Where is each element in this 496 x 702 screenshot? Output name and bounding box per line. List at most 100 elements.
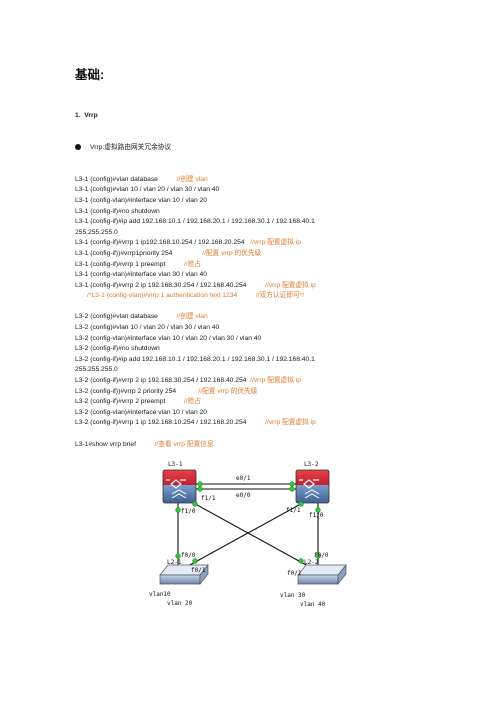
command-line: L3-2 (config)#vlan database //创建 vlan	[75, 312, 475, 323]
label-l2-1-f00: f0/0	[181, 552, 196, 559]
document-body: 1. Vrrp Vrrp:虚拟路由网关冗余协议 L3-1 (config)#vl…	[75, 90, 475, 461]
label-l3-2-f11: f1/1	[286, 507, 301, 514]
command-line: L3-2 (config)#vlan 10 / vlan 20 / vlan 3…	[75, 323, 475, 334]
intro-bullet: Vrrp:虚拟路由网关冗余协议	[75, 143, 475, 154]
command-line: L3-2 (config-if)#vrrp 2 preempt //抢占	[75, 397, 475, 408]
label-l3-1-f11: f1/1	[201, 495, 216, 502]
label-e01: e0/1	[236, 475, 251, 482]
command-line: L3-2 (config-if))#vrrp 2 priority 254 //…	[75, 387, 475, 398]
command-text: L3-2 (config)#vlan database	[75, 313, 158, 321]
command-text: L3-2 (config-vlan)#interface vlan 10 / v…	[75, 334, 262, 342]
link-status-dots	[175, 481, 321, 564]
intro-text: Vrrp:虚拟路由网关冗余协议	[90, 143, 172, 151]
command-line: L3-1 (config-vlan)#interface vlan 10 / v…	[75, 196, 475, 207]
label-l2-2: L2-2	[304, 559, 319, 566]
command-line: L3-1 (config-if)#no shutdown	[75, 207, 475, 218]
command-comment: //vrrp 配置虚拟 ip	[250, 239, 302, 247]
link-l3-1-l2-2	[187, 499, 309, 567]
command-text: L3-1 (config-if)#vrrp 1 ip192.168.10.254…	[75, 239, 245, 247]
command-text: L3-1 (config-vlan)#interface vlan 30 / v…	[75, 271, 207, 279]
command-text: L3-2 (config-if)#vrrp 2 ip 192.168.30.25…	[75, 377, 247, 385]
link-l3-2-l2-1	[187, 499, 309, 567]
section-title: Vrrp	[84, 112, 98, 120]
command-line: L3-1 (config-if)#ip add 192.168.10.1 / 1…	[75, 217, 475, 228]
switch-l2-2-icon	[297, 564, 347, 585]
section-number: 1.	[75, 112, 81, 120]
command-text: L3-2 (config-if)#vrrp 2 preempt	[75, 398, 166, 406]
label-vlan30: vlan 30	[280, 592, 306, 599]
section-heading: 1. Vrrp	[75, 111, 475, 122]
label-e00: e0/0	[236, 492, 251, 499]
heading: 基础:	[75, 68, 105, 82]
switch-l2-1-icon	[159, 564, 209, 585]
bullet-icon	[75, 143, 81, 150]
command-text: L3-2 (config)#vlan 10 / vlan 20 / vlan 3…	[75, 324, 220, 332]
label-l2-2-f01: f0/1	[287, 570, 302, 577]
command-comment: //抢占	[183, 398, 202, 406]
command-line: L3-1#show vrrp brief //查看 vrrp 配置信息	[75, 440, 475, 451]
spacing	[172, 250, 202, 257]
command-line: L3-1 (config-vlan)#interface vlan 30 / v…	[75, 270, 475, 281]
command-comment: //创建 vlan	[176, 175, 208, 183]
command-comment: //配置 vrrp 的优先级	[202, 249, 262, 257]
spacing	[246, 282, 265, 289]
command-comment: //查看 vrrp 配置信息	[154, 440, 214, 448]
command-text: L3-1 (config-if))#vrrp1priority 254	[75, 249, 173, 257]
command-text: L3-2 (config-if)#no shutdown	[75, 345, 160, 353]
command-line: L3-2 (config-if)#vrrp 1 ip 192.168.10.25…	[75, 418, 475, 429]
command-text: L3-1 (config-vlan)#interface vlan 10 / v…	[75, 196, 207, 204]
label-l3-1-f10: f1/0	[181, 508, 196, 515]
command-text: L3-1 (config)#vlan 10 / vlan 20 / vlan 3…	[75, 186, 220, 194]
command-line: L3-1 (config)#vlan database //创建 vlan	[75, 175, 475, 186]
spacing	[136, 441, 155, 448]
command-line: L3-2 (config-vlan)#interface vlan 10 / v…	[75, 408, 475, 419]
command-comment: //vrrp 配置虚拟 ip	[265, 281, 316, 289]
spacing	[158, 313, 177, 320]
command-comment: //创建 vlan	[176, 313, 208, 321]
command-line: /*L3-1 (config-vlan)#vrrp 1 authenticati…	[75, 291, 475, 302]
command-line: 255.255.255.0	[75, 365, 475, 376]
command-text: L3-1 (config-if)#vrrp 1 preempt	[75, 260, 166, 268]
router-l3-1-icon	[162, 469, 197, 504]
command-line: L3-1 (config-if)#vrrp 1 preempt //抢占	[75, 260, 475, 271]
label-l2-2-f00: f0/0	[314, 552, 329, 559]
command-line: 255.255.255.0	[75, 228, 475, 239]
command-line: L3-2 (config-if)#no shutdown	[75, 344, 475, 355]
spacing	[165, 398, 184, 405]
label-vlan40: vlan 40	[300, 601, 326, 608]
command-text: L3-2 (config-if)#vrrp 1 ip 192.168.10.25…	[75, 419, 247, 427]
command-text: 255.255.255.0	[75, 366, 118, 374]
command-comment: //vrrp 配置虚拟 ip	[250, 377, 302, 385]
command-text: L3-1#show vrrp brief	[75, 440, 136, 448]
blank-line	[75, 429, 475, 440]
spacing	[246, 419, 265, 426]
command-comment: //抢占	[183, 260, 202, 268]
command-comment: //vrrp 配置虚拟 ip	[265, 419, 316, 427]
label-l2-1-f01: f0/1	[191, 567, 206, 574]
topology-links	[177, 483, 319, 567]
label-l3-2: L3-2	[304, 461, 319, 468]
command-text: L3-1 (config)#vlan database	[75, 175, 158, 183]
command-line: L3-2 (config-vlan)#interface vlan 10 / v…	[75, 334, 475, 345]
label-l3-2-f10: f1/0	[309, 512, 324, 519]
command-line: L3-1 (config-if)#vrrp 2 ip 192.168.30.25…	[75, 281, 475, 292]
command-text: 255.255.255.0	[75, 228, 118, 236]
command-line: L3-1 (config-if))#vrrp1priority 254 //配置…	[75, 249, 475, 260]
label-l3-1: L3-1	[168, 461, 183, 468]
spacing	[165, 261, 184, 268]
label-vlan20: vlan 20	[167, 600, 193, 607]
command-line: L3-1 (config-if)#vrrp 1 ip192.168.10.254…	[75, 238, 475, 249]
topology-labels: L3-1 L3-2 e0/1 e0/0 f1/1 f1/0 f1/1 f1/0 …	[149, 461, 329, 608]
blank-line	[75, 302, 475, 313]
command-text: L3-1 (config-if)#vrrp 2 ip 192.168.30.25…	[75, 281, 247, 289]
command-line: L3-2 (config-if)#vrrp 2 ip 192.168.30.25…	[75, 376, 475, 387]
router-l3-2-icon	[295, 469, 330, 504]
command-line: L3-2 (config-if)#ip add 192.168.10.1 / 1…	[75, 355, 475, 366]
spacing	[176, 388, 198, 395]
spacing	[158, 176, 177, 183]
command-comment: //配置 vrrp 的优先级	[198, 387, 258, 395]
command-text: L3-2 (config-if)#ip add 192.168.10.1 / 1…	[75, 355, 315, 363]
command-line: L3-1 (config)#vlan 10 / vlan 20 / vlan 3…	[75, 185, 475, 196]
command-text: L3-1 (config-if)#no shutdown	[75, 207, 160, 215]
